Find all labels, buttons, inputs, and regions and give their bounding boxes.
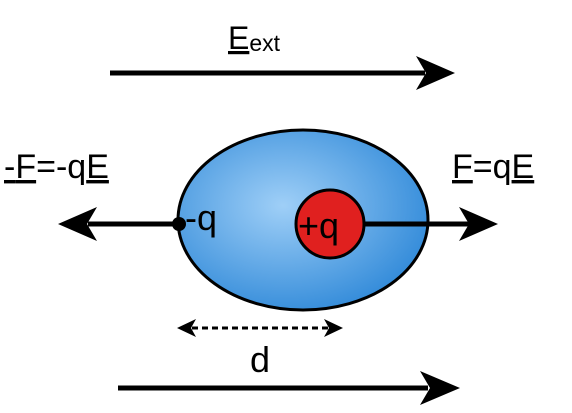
right-force-mid: =q bbox=[473, 148, 512, 186]
left-force-arrow bbox=[58, 207, 180, 241]
left-force-field: E bbox=[86, 148, 109, 186]
left-force-neg: - bbox=[4, 148, 15, 186]
external-field-arrow-top bbox=[110, 56, 455, 90]
separation-label: d bbox=[250, 339, 270, 380]
left-force-mid: =-q bbox=[36, 148, 86, 186]
external-field-arrow-bottom bbox=[118, 371, 460, 405]
right-force-symbol: F bbox=[452, 148, 473, 186]
right-force-label: F=qE bbox=[452, 148, 534, 186]
field-subscript: ext bbox=[249, 30, 280, 56]
left-force-label: -F=-qE bbox=[4, 148, 109, 186]
separation-arrow bbox=[177, 319, 343, 337]
field-symbol: E bbox=[228, 20, 249, 56]
negative-charge-label: -q bbox=[185, 197, 217, 238]
left-force-symbol: F bbox=[15, 148, 36, 186]
right-force-field: E bbox=[512, 148, 535, 186]
field-label: Eext bbox=[228, 20, 281, 56]
negative-charge-dot bbox=[172, 217, 186, 231]
positive-charge-label: +q bbox=[298, 205, 339, 246]
positive-charge bbox=[294, 188, 366, 260]
